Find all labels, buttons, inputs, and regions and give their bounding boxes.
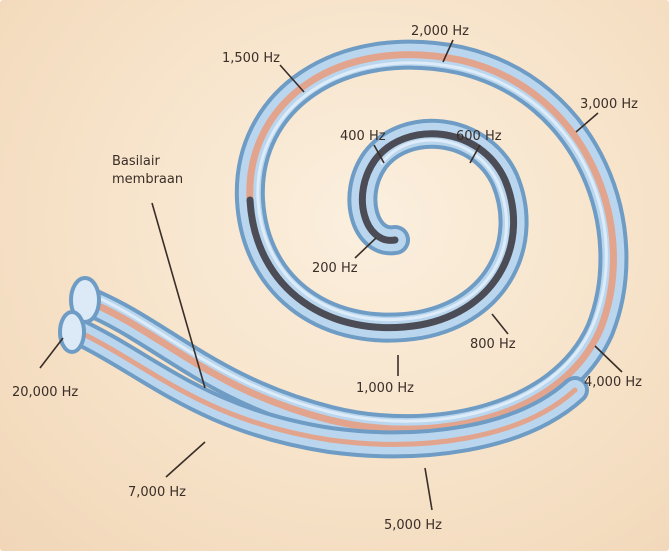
label-membrane-line2: membraan	[112, 171, 183, 189]
leader-7000	[166, 442, 205, 477]
label-1000-hz: 1,000 Hz	[356, 382, 414, 395]
label-600-hz: 600 Hz	[456, 130, 502, 143]
label-2000-hz: 2,000 Hz	[411, 25, 469, 38]
label-1500-hz: 1,500 Hz	[222, 52, 280, 65]
label-20000-hz: 20,000 Hz	[12, 386, 78, 399]
label-7000-hz: 7,000 Hz	[128, 486, 186, 499]
leader-20000	[40, 338, 63, 368]
label-3000-hz: 3,000 Hz	[580, 98, 638, 111]
leader-800	[492, 314, 508, 334]
label-800-hz: 800 Hz	[470, 338, 516, 351]
label-basilar-membrane: Basilair membraan	[112, 153, 183, 189]
label-200-hz: 200 Hz	[312, 262, 358, 275]
label-400-hz: 400 Hz	[340, 130, 386, 143]
label-5000-hz: 5,000 Hz	[384, 519, 442, 532]
label-4000-hz: 4,000 Hz	[584, 376, 642, 389]
label-membrane-line1: Basilair	[112, 153, 183, 171]
leader-5000	[425, 468, 432, 510]
